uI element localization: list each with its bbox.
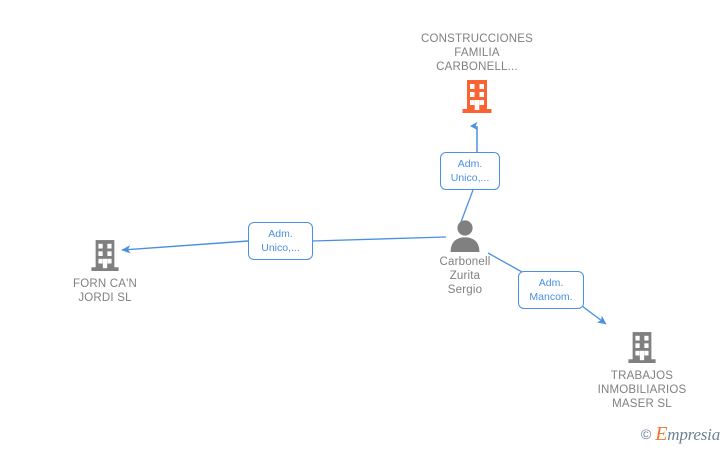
relation-label: Adm. Unico,... [261, 228, 300, 254]
empresia-logo-initial: E [655, 423, 668, 445]
node-trabajos-label: TRABAJOS INMOBILIARIOS MASER SL [597, 370, 687, 410]
relation-box-adm-unico-left[interactable]: Adm. Unico,... [248, 222, 313, 260]
empresia-logo-rest: mpresia [667, 425, 720, 444]
relation-box-adm-mancom[interactable]: Adm. Mancom. [518, 271, 584, 309]
relation-box-adm-unico-top[interactable]: Adm. Unico,... [440, 152, 500, 190]
building-icon [462, 80, 492, 113]
copyright-icon: © [640, 426, 652, 442]
node-forn-can-jordi-label: FORN CA'N JORDI SL [72, 278, 138, 304]
node-person-label: Carbonell Zurita Sergio [439, 256, 491, 296]
relation-label: Adm. Mancom. [529, 277, 573, 303]
node-forn-can-jordi[interactable]: FORN CA'N JORDI SL [45, 238, 165, 305]
node-construcciones[interactable]: CONSTRUCCIONES FAMILIA CARBONELL... [383, 32, 571, 116]
empresia-logo: Empresia [655, 424, 720, 444]
empresia-watermark: © Empresia [641, 424, 720, 444]
building-icon [91, 240, 119, 271]
relation-label: Adm. Unico,... [450, 158, 490, 184]
node-trabajos-inmobiliarios-maser[interactable]: TRABAJOS INMOBILIARIOS MASER SL [572, 330, 712, 411]
building-icon [628, 332, 656, 363]
node-construcciones-label: CONSTRUCCIONES FAMILIA CARBONELL... [420, 33, 534, 73]
node-person-carbonell-zurita-sergio[interactable]: Carbonell Zurita Sergio [410, 218, 520, 297]
person-icon [450, 220, 480, 252]
